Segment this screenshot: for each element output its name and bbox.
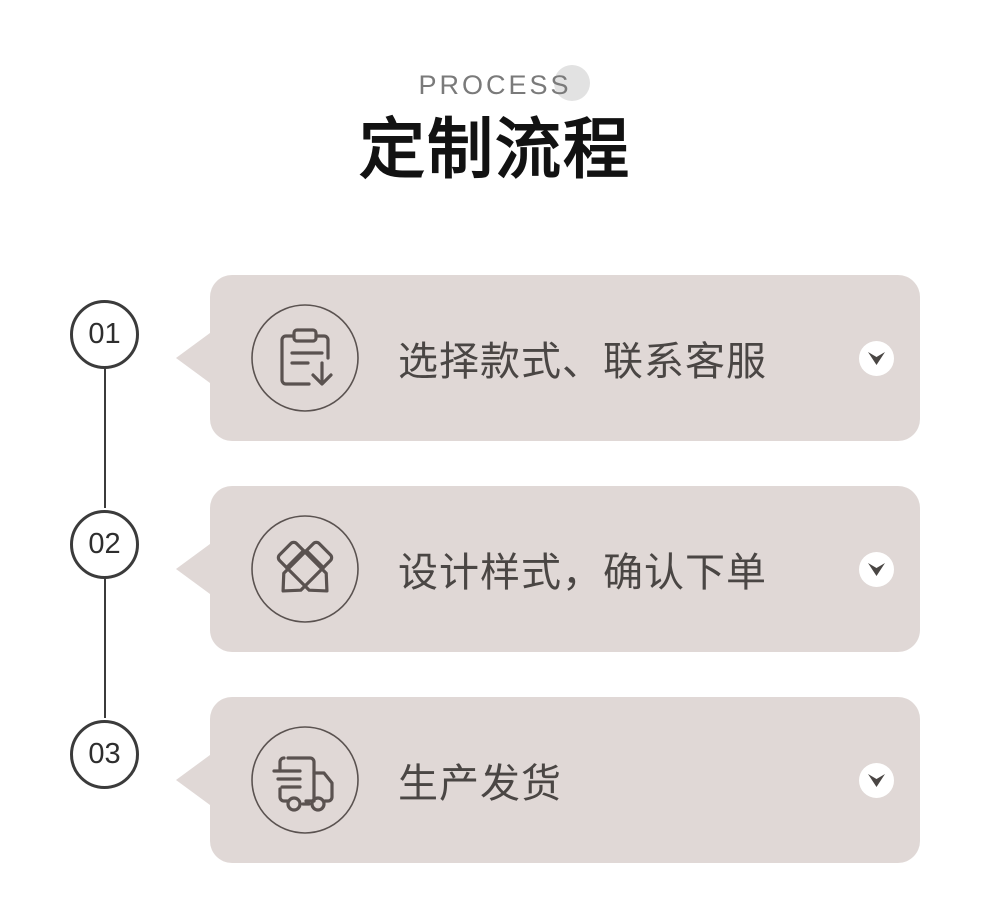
- timeline-connector-2: [104, 578, 106, 718]
- clipboard-download-icon: [250, 303, 360, 413]
- timeline-node-03[interactable]: 03: [70, 720, 139, 789]
- process-step-card-02[interactable]: 设计样式，确认下单: [176, 486, 920, 652]
- process-step-card-03[interactable]: 生产发货: [176, 697, 920, 863]
- step-label: 选择款式、联系客服: [398, 340, 767, 384]
- timeline-rail: 01 02 03: [70, 300, 180, 840]
- timeline-node-label: 01: [88, 318, 121, 350]
- section-eyebrow: PROCESS: [418, 70, 572, 100]
- card-pointer: [176, 333, 210, 383]
- crossed-pencils-icon: [250, 514, 360, 624]
- decorative-circle: [553, 65, 590, 101]
- section-header: PROCESS 定制流程: [0, 65, 990, 186]
- eyebrow-wrap: PROCESS: [418, 65, 590, 101]
- process-step-card-01[interactable]: 选择款式、联系客服: [176, 275, 920, 441]
- card-pointer: [176, 755, 210, 805]
- expand-toggle-01[interactable]: [859, 341, 894, 376]
- timeline-connector-1: [104, 368, 106, 508]
- timeline-node-label: 02: [88, 528, 121, 560]
- chevron-down-icon: [868, 563, 885, 576]
- chevron-down-icon: [868, 774, 885, 787]
- expand-toggle-03[interactable]: [859, 763, 894, 798]
- card-pointer: [176, 544, 210, 594]
- step-label: 生产发货: [398, 762, 562, 806]
- timeline-node-01[interactable]: 01: [70, 300, 139, 369]
- step-label: 设计样式，确认下单: [398, 551, 767, 595]
- timeline-node-02[interactable]: 02: [70, 510, 139, 579]
- timeline-node-label: 03: [88, 738, 121, 770]
- expand-toggle-02[interactable]: [859, 552, 894, 587]
- delivery-truck-icon: [250, 725, 360, 835]
- page-title: 定制流程: [359, 112, 631, 186]
- chevron-down-icon: [868, 352, 885, 365]
